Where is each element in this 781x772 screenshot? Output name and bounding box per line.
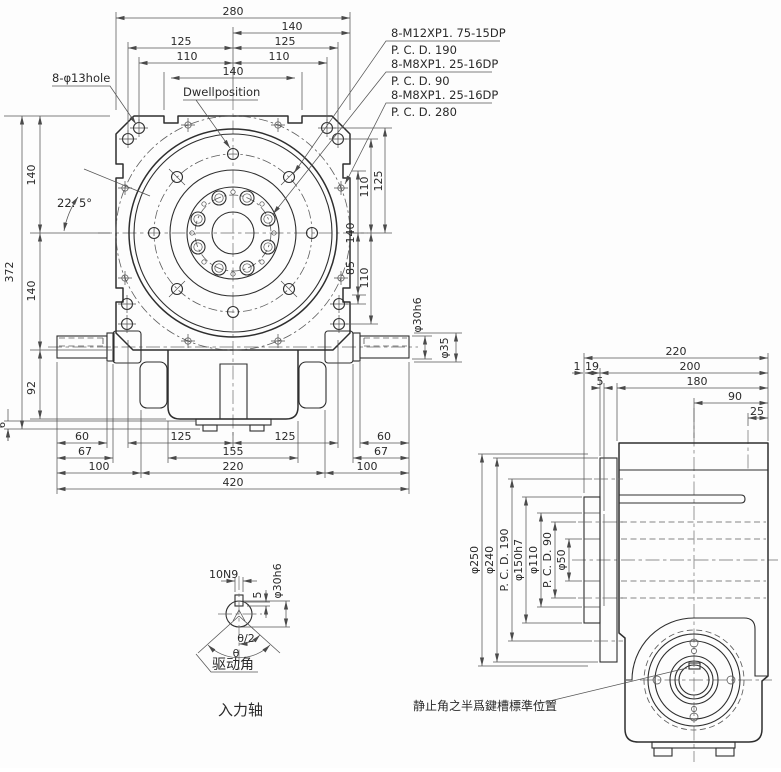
dim-side-220: 220: [666, 345, 687, 358]
orientation-mark: [232, 609, 246, 622]
dim-140-top: 140: [282, 20, 303, 33]
side-keyway: [688, 662, 701, 670]
side-centerlines: [572, 408, 778, 762]
pcd90-circle: [194, 194, 272, 272]
dim-125-bottom-left: 125: [171, 430, 192, 443]
dim-side-5: 5: [597, 375, 604, 388]
pcd280-circle: [115, 115, 351, 351]
callout-labels: 8-φ13hole Dwellposition 8-M12XP1. 75-15D…: [52, 26, 506, 215]
pcd190-callout: P. C. D. 190: [391, 43, 457, 57]
dim-92: 92: [25, 381, 38, 395]
foot-left: [202, 424, 218, 432]
dim-420: 420: [223, 476, 244, 489]
input-shaft-detail: 10N9 5 φ30h6 θ/2 θ 驱动角 入力轴: [195, 563, 290, 719]
dim-d240: φ240: [483, 546, 496, 574]
keyway-note: 静止角之半爲鍵槽標準位置: [413, 667, 688, 713]
dim-60-right: 60: [377, 430, 391, 443]
full-angle-label: θ: [233, 647, 240, 660]
dim-125-right: 125: [275, 35, 296, 48]
dim-side-200: 200: [680, 360, 701, 373]
pcd280-callout: P. C. D. 280: [391, 105, 457, 119]
pcd90-callout: P. C. D. 90: [391, 74, 450, 88]
side-diameter-dimensions: φ250 φ240 P. C. D. 190 φ150h7 φ110 P. C.…: [468, 453, 598, 667]
side-dimensions-top: 220 1 19 200 5 180 90 25: [572, 345, 769, 511]
dim-shaft-detail-dia: φ30h6: [271, 563, 284, 598]
dwell-callout: Dwellposition: [183, 85, 260, 99]
dim-110-right: 110: [269, 50, 290, 63]
dim-d50: φ50: [555, 549, 568, 570]
keyway-note-text: 静止角之半爲鍵槽標準位置: [413, 698, 557, 713]
dim-67-left: 67: [78, 445, 92, 458]
front-view: 22. 5° 8-φ13hole Dwellposition 8-M12XP1.…: [0, 5, 506, 494]
pcd280-holes: [118, 118, 348, 348]
dim-side-19: 19: [585, 360, 599, 373]
dim-key-depth: 5: [251, 592, 264, 599]
m12-thread-callout: 8-M12XP1. 75-15DP: [391, 26, 506, 40]
dimensions-bottom: 60 125 125 60 67 155 67 100 220 100 420: [56, 340, 410, 494]
m8-pcd280-callout: 8-M8XP1. 25-16DP: [391, 88, 498, 102]
foot-right: [249, 424, 265, 432]
dim-140-left-lower: 140: [25, 281, 38, 302]
drive-angle-annotation: θ/2 θ 驱动角: [195, 615, 281, 673]
output-flange-circles: [115, 115, 351, 351]
centerlines: [48, 96, 418, 438]
base-plate: [195, 418, 272, 426]
side-body: [578, 442, 769, 743]
dim-125-upper: 125: [372, 171, 385, 192]
holes-callout: 8-φ13hole: [52, 71, 110, 85]
dimensions-top: 280 140 125 125 110 110 140: [115, 5, 351, 134]
side-feet: [651, 741, 736, 757]
dim-372: 372: [3, 262, 16, 283]
dimensions-right: 140 110 125 85 110 φ30h6 φ35: [333, 127, 462, 363]
dimensions-left: 372 140 140 92 6: [0, 115, 200, 441]
center-stem: [219, 363, 248, 419]
dim-d250: φ250: [468, 546, 481, 574]
dim-280: 280: [223, 5, 244, 18]
pilot-boss: [583, 496, 601, 624]
dim-side-90: 90: [728, 390, 742, 403]
side-input-shaft-face: [643, 629, 745, 731]
dim-shaft-d30: φ30h6: [411, 297, 424, 332]
dim-110-lower: 110: [358, 268, 371, 289]
dim-100-left: 100: [89, 460, 110, 473]
dim-125-left: 125: [171, 35, 192, 48]
dim-85: 85: [344, 261, 357, 275]
dim-keyway: 10N9: [209, 568, 238, 581]
dim-side-pcd190: P. C. D. 190: [498, 528, 511, 591]
left-bearing-block: [139, 361, 168, 409]
dim-side-1: 1: [574, 360, 581, 373]
dim-220: 220: [223, 460, 244, 473]
dim-100-right: 100: [357, 460, 378, 473]
half-angle-label: θ/2: [237, 632, 254, 645]
dim-110-left: 110: [177, 50, 198, 63]
dim-125-bottom-right: 125: [275, 430, 296, 443]
right-bearing-block: [298, 361, 327, 409]
dim-155: 155: [223, 445, 244, 458]
pcd90-holes: [189, 189, 277, 277]
dim-d150h7: φ150h7: [512, 539, 525, 581]
dim-60-left: 60: [75, 430, 89, 443]
side-view: 220 1 19 200 5 180 90 25 φ250 φ240 P. C.…: [413, 345, 778, 762]
dim-shaft-d35: φ35: [438, 337, 451, 358]
dim-140-mid: 140: [344, 223, 357, 244]
angle-annotation: 22. 5°: [57, 168, 151, 232]
dim-d110: φ110: [527, 546, 540, 574]
dim-side-25: 25: [750, 405, 764, 418]
dim-side-180: 180: [687, 375, 708, 388]
input-shaft-title: 入力轴: [218, 701, 263, 719]
dim-side-pcd90: P. C. D. 90: [541, 532, 554, 588]
dim-140-notch: 140: [223, 65, 244, 78]
angle-label: 22. 5°: [57, 196, 92, 210]
m8-pcd90-callout: 8-M8XP1. 25-16DP: [391, 57, 498, 71]
input-shafts: [56, 332, 410, 362]
dim-140-left-upper: 140: [25, 165, 38, 186]
drive-angle-label: 驱动角: [212, 657, 254, 673]
dim-6: 6: [0, 422, 8, 428]
dim-110-upper: 110: [358, 177, 371, 198]
corner-mount-holes: [118, 119, 348, 333]
dim-67-right: 67: [374, 445, 388, 458]
